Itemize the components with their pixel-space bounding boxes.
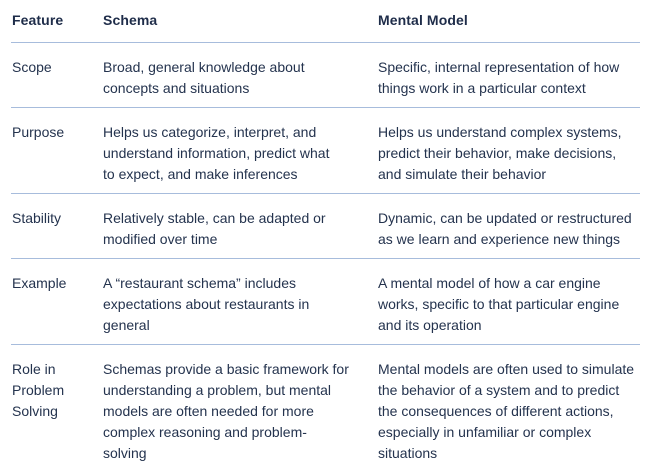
table-row-purpose: Purpose Helps us categorize, interpret, … bbox=[11, 108, 640, 194]
column-header-mental-model: Mental Model bbox=[378, 12, 468, 28]
cell-mental-model: Dynamic, can be updated or restructured … bbox=[378, 210, 632, 247]
cell-schema: Schemas provide a basic framework for un… bbox=[103, 361, 349, 461]
cell-feature: Role in Problem Solving bbox=[12, 361, 65, 419]
comparison-table: Feature Schema Mental Model Scope Broad,… bbox=[11, 0, 640, 463]
table-row-example: Example A “restaurant schema” includes e… bbox=[11, 259, 640, 345]
cell-mental-model: Helps us understand complex systems, pre… bbox=[378, 124, 622, 182]
table-row-scope: Scope Broad, general knowledge about con… bbox=[11, 43, 640, 108]
cell-mental-model: Specific, internal representation of how… bbox=[378, 59, 620, 96]
cell-schema: Helps us categorize, interpret, and unde… bbox=[103, 124, 330, 182]
cell-feature: Scope bbox=[12, 59, 52, 75]
cell-mental-model: A mental model of how a car engine works… bbox=[378, 275, 620, 333]
cell-feature: Example bbox=[12, 275, 67, 291]
table-row-role-in-problem-solving: Role in Problem Solving Schemas provide … bbox=[11, 345, 640, 463]
cell-feature: Stability bbox=[12, 210, 62, 226]
cell-mental-model: Mental models are often used to simulate… bbox=[378, 361, 635, 461]
column-header-schema: Schema bbox=[103, 12, 158, 28]
cell-schema: A “restaurant schema” includes expectati… bbox=[103, 275, 310, 333]
cell-feature: Purpose bbox=[12, 124, 65, 140]
column-header-feature: Feature bbox=[12, 12, 64, 28]
cell-schema: Relatively stable, can be adapted or mod… bbox=[103, 210, 326, 247]
table-header-row: Feature Schema Mental Model bbox=[11, 0, 640, 43]
table-row-stability: Stability Relatively stable, can be adap… bbox=[11, 194, 640, 259]
cell-schema: Broad, general knowledge about concepts … bbox=[103, 59, 305, 96]
